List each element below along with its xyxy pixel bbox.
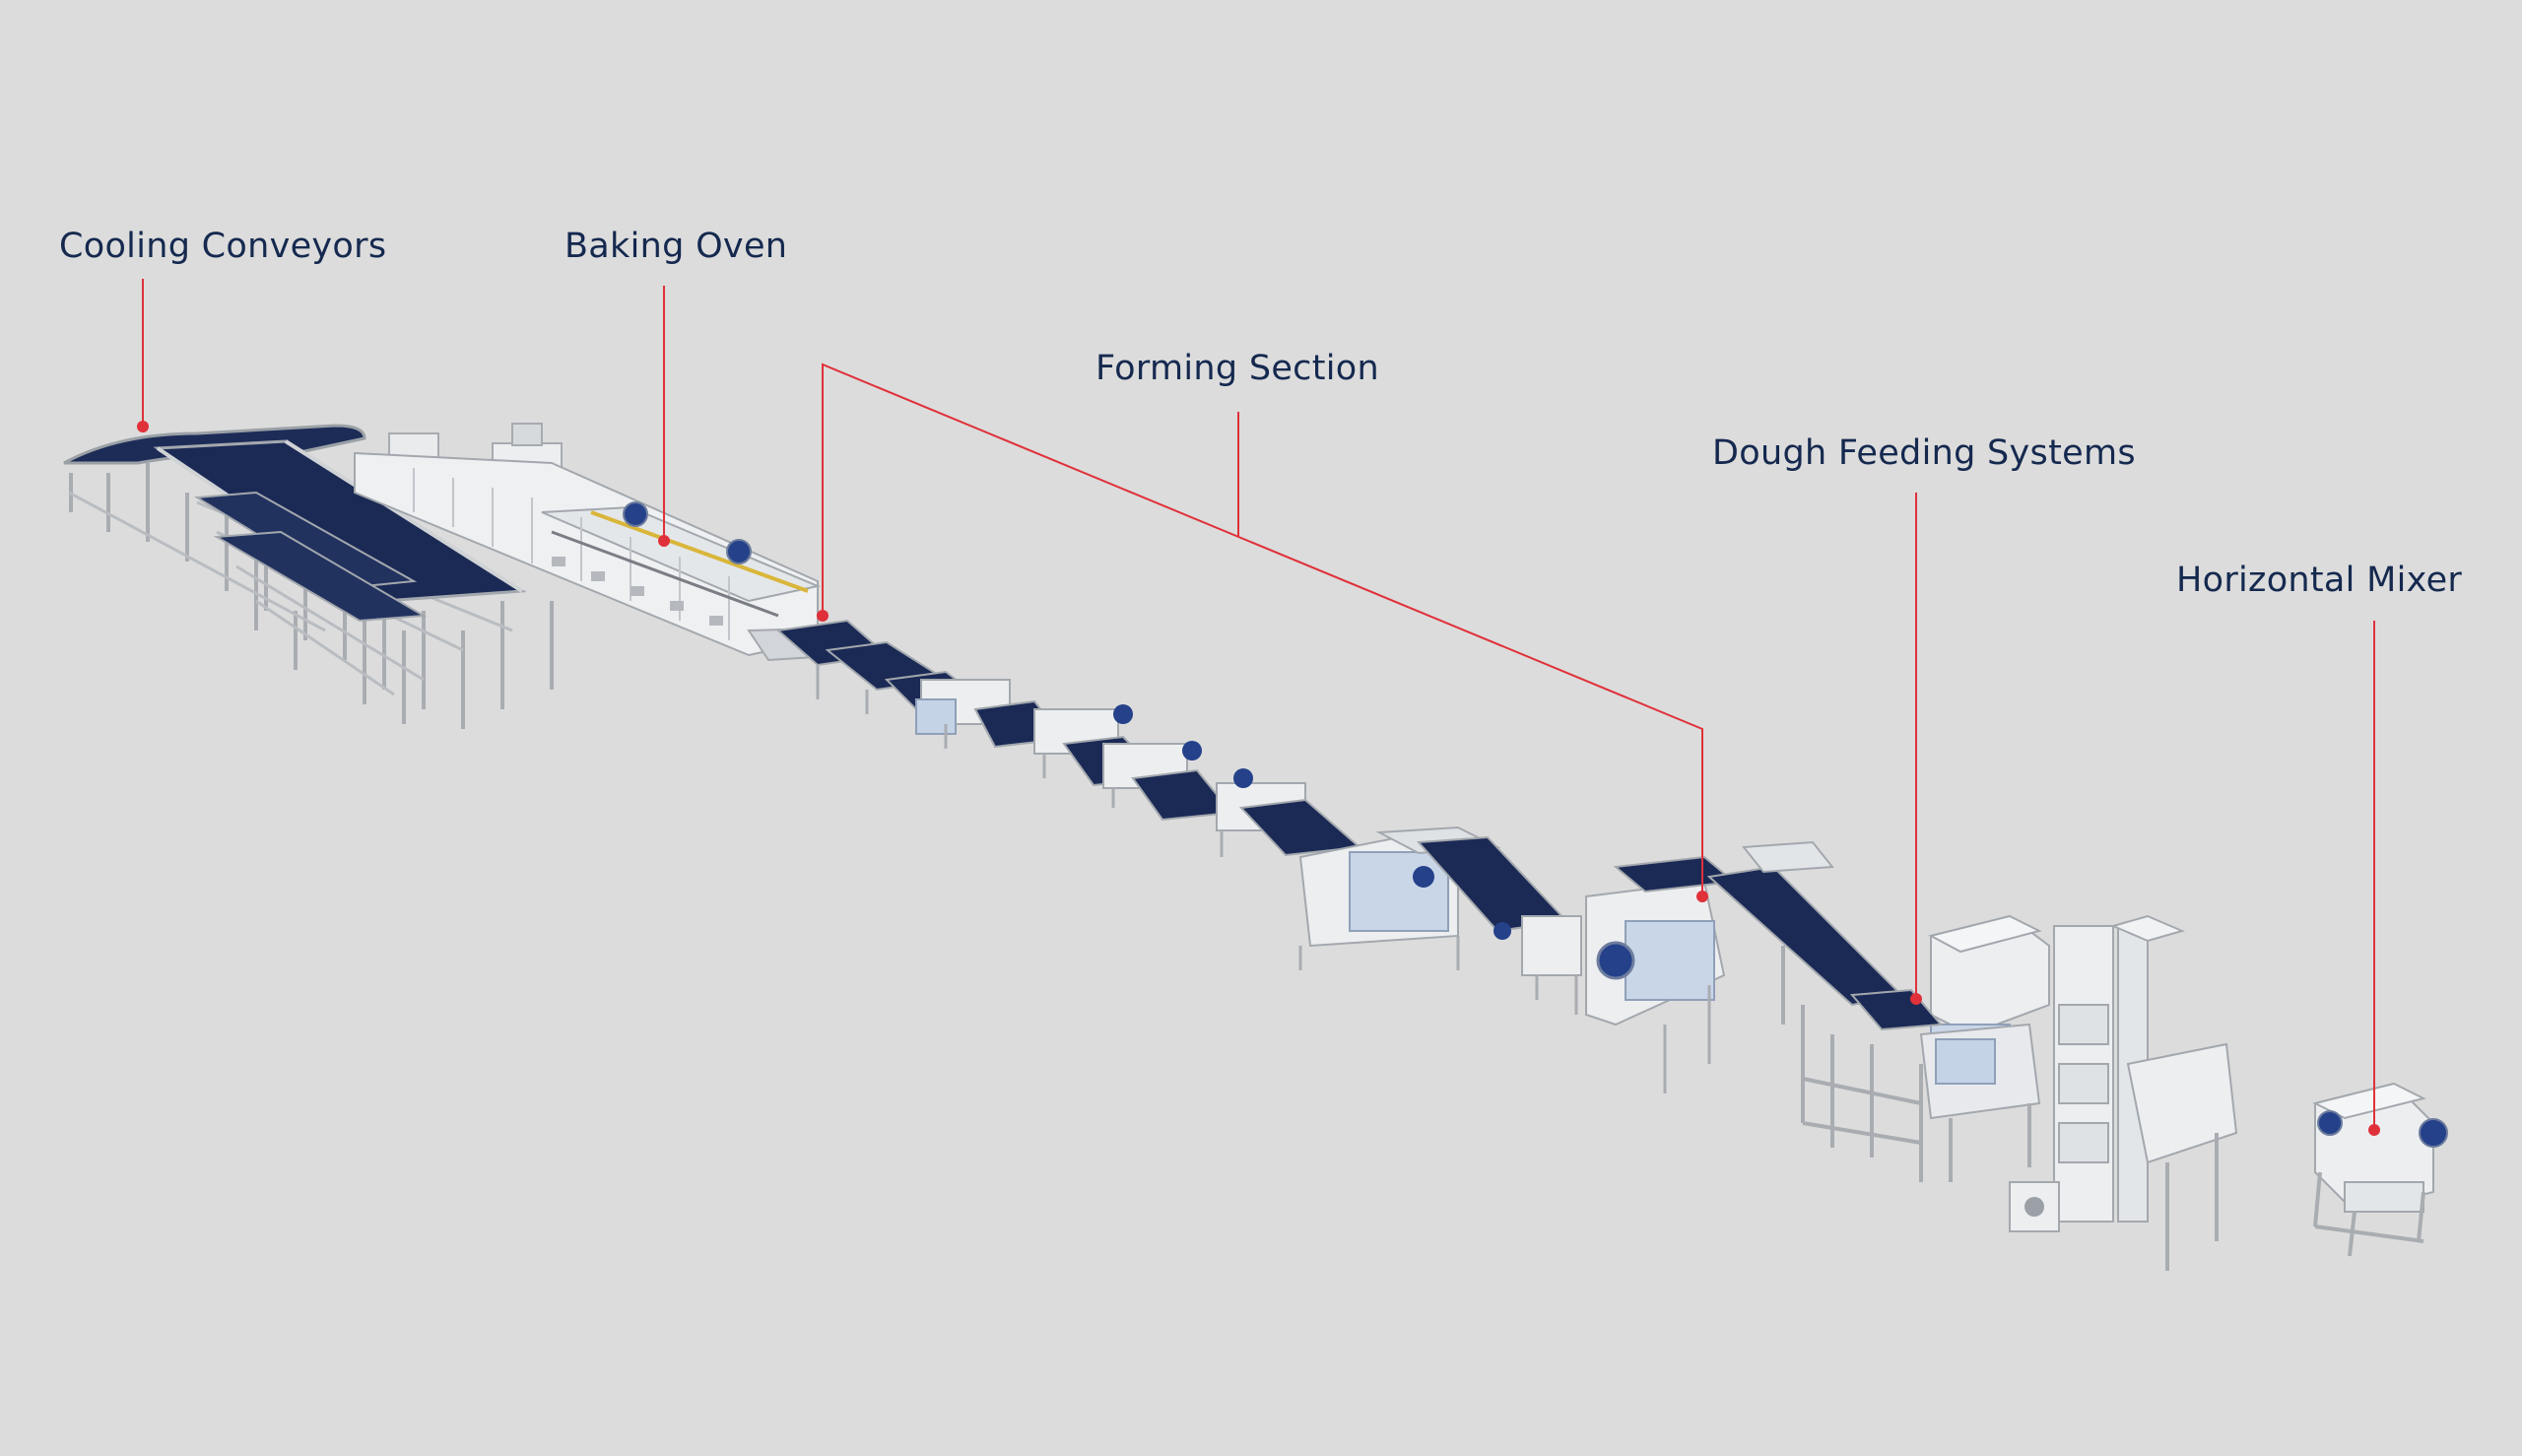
leader-forming-bracket	[822, 363, 1703, 896]
label-baking-oven: Baking Oven	[564, 227, 788, 266]
label-forming-section: Forming Section	[1095, 349, 1379, 388]
horizontal-mixer-machine	[2312, 1082, 2448, 1257]
cooling-conveyors-machine	[63, 421, 554, 729]
label-cooling-conveyors: Cooling Conveyors	[59, 227, 387, 266]
leader-lines	[142, 279, 2375, 1130]
label-horizontal-mixer: Horizontal Mixer	[2176, 561, 2463, 600]
label-dough-feeding-systems: Dough Feeding Systems	[1712, 433, 2136, 473]
dough-feeding-machines	[1706, 840, 2050, 1182]
bowl-lifter-machine	[2009, 914, 2238, 1271]
forming-section-machines	[775, 610, 1737, 1093]
